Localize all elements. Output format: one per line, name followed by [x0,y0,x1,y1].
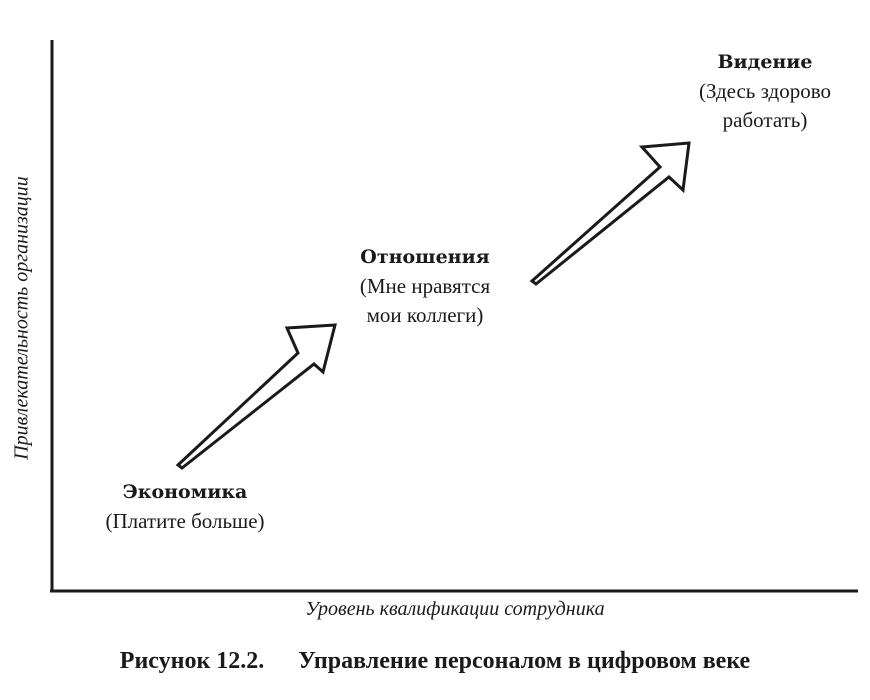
stage-description: (Здесь здорово работать) [698,79,832,132]
stage-economy: Экономика (Платите больше) [60,478,310,536]
y-axis-label: Привлекательность организации [10,176,33,460]
figure-caption: Рисунок 12.2. Управление персоналом в циф… [0,648,870,675]
stage-vision: Видение (Здесь здорово работать) [640,48,870,135]
x-axis-label: Уровень квалификации сотрудника [305,598,605,620]
stage-title: Экономика [122,481,248,503]
stage-description: (Платите больше) [105,509,265,533]
stage-title: Отношения [360,246,490,268]
caption-text: Управление персоналом в цифровом веке [298,648,751,674]
arrow-relations-to-vision [529,141,691,286]
stage-description: (Мне нравятся мои коллеги) [359,274,491,327]
arrow-economy-to-relations [175,323,337,470]
caption-number: Рисунок 12.2. [119,648,265,674]
stage-relations: Отношения (Мне нравятся мои коллеги) [300,243,550,330]
stage-title: Видение [717,51,813,73]
